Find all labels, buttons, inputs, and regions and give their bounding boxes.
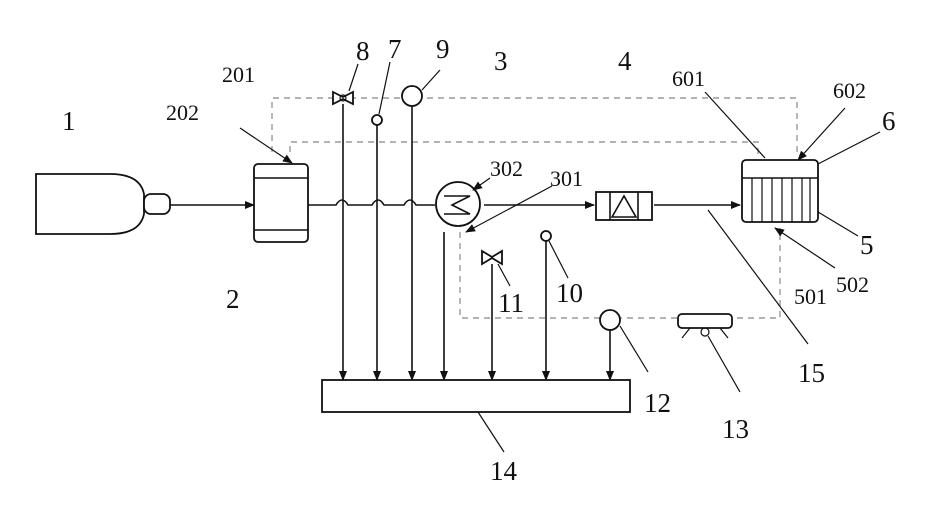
engine-unit (36, 174, 170, 234)
sensor-12 (600, 310, 648, 380)
labels: 1 2 201 202 8 7 9 3 302 301 4 601 602 6 … (62, 34, 896, 486)
label-9: 9 (436, 34, 450, 64)
label-4: 4 (618, 46, 632, 76)
label-6: 6 (882, 106, 896, 136)
label-601: 601 (672, 66, 705, 91)
sensor-9 (402, 70, 440, 380)
label-201: 201 (222, 62, 255, 87)
sensor-7 (372, 62, 390, 380)
label-14: 14 (490, 456, 518, 486)
component-13 (678, 314, 740, 392)
filter-4 (596, 192, 652, 220)
label-8: 8 (356, 36, 370, 66)
label-302: 302 (490, 156, 523, 181)
sensor-8 (333, 64, 358, 380)
label-5: 5 (860, 230, 874, 260)
label-13: 13 (722, 414, 749, 444)
label-202: 202 (166, 100, 199, 125)
label-502: 502 (836, 272, 869, 297)
component-2 (240, 128, 308, 242)
label-12: 12 (644, 388, 671, 418)
label-501: 501 (794, 284, 827, 309)
label-11: 11 (498, 288, 524, 318)
label-10: 10 (556, 278, 583, 308)
controller-14 (322, 380, 630, 452)
label-15: 15 (798, 358, 825, 388)
signal-lines (272, 98, 797, 318)
label-602: 602 (833, 78, 866, 103)
label-2: 2 (226, 284, 240, 314)
label-3: 3 (494, 46, 508, 76)
label-1: 1 (62, 106, 76, 136)
stack-5-6 (705, 92, 880, 344)
label-301: 301 (550, 166, 583, 191)
label-7: 7 (388, 34, 402, 64)
